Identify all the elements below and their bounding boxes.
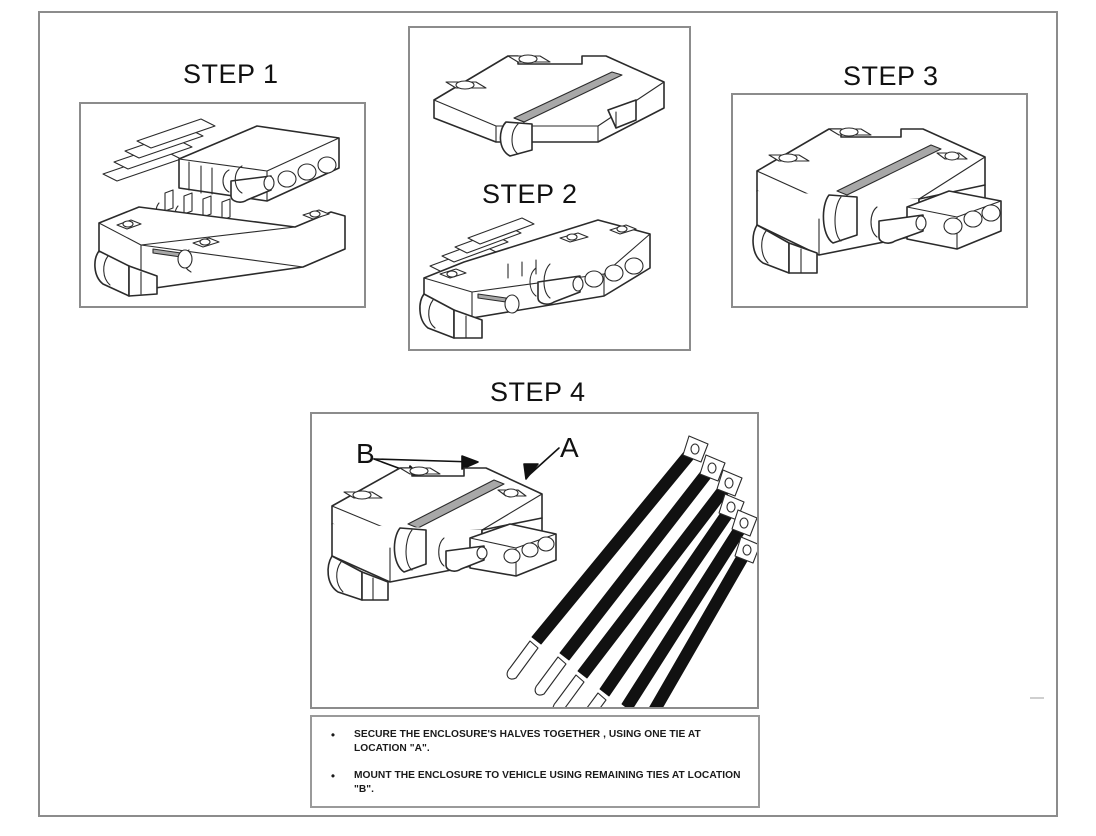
note-text: MOUNT THE ENCLOSURE TO VEHICLE USING REM…	[354, 770, 741, 795]
instruction-notes-box: • SECURE THE ENCLOSURE'S HALVES TOGETHER…	[310, 715, 760, 808]
step-4-panel: B A	[310, 412, 759, 709]
closed-enclosure-step4	[327, 466, 557, 601]
step-2-panel: STEP 2	[408, 26, 691, 351]
note-text: SECURE THE ENCLOSURE'S HALVES TOGETHER ,…	[354, 729, 701, 754]
note-bullet-icon: •	[330, 769, 336, 783]
enclosure-lid-cover	[433, 54, 665, 157]
step-3-illustration	[752, 127, 1002, 274]
note-item: • SECURE THE ENCLOSURE'S HALVES TOGETHER…	[312, 728, 748, 756]
harness-connector-body	[178, 125, 340, 203]
cable-tie	[552, 469, 743, 707]
step-1-panel	[79, 102, 366, 308]
stray-pencil-mark	[1030, 697, 1044, 699]
step-3-panel	[731, 93, 1028, 308]
step-4-title: STEP 4	[490, 377, 586, 407]
step-1-title: STEP 1	[183, 59, 279, 89]
cable-tie	[534, 454, 726, 696]
enclosure-base-tray	[94, 206, 346, 297]
step-3-title: STEP 3	[843, 61, 939, 91]
harness-wire-leads	[102, 118, 216, 182]
step-4-illustration	[327, 435, 757, 707]
step-2-title: STEP 2	[482, 179, 578, 209]
harness-pins	[155, 189, 231, 226]
callout-a-arrow	[523, 447, 560, 480]
cable-tie	[506, 435, 709, 680]
assembled-enclosure-step2	[419, 219, 651, 339]
closed-enclosure-assembly	[752, 127, 1002, 274]
harness-wire-leads-step2	[429, 217, 535, 273]
callout-letter-b: B	[356, 438, 375, 469]
cable-tie	[649, 536, 757, 707]
callout-letter-a: A	[560, 432, 579, 463]
cable-ties-group	[506, 435, 757, 707]
lid-illustration	[433, 54, 665, 157]
note-item: • MOUNT THE ENCLOSURE TO VEHICLE USING R…	[312, 769, 748, 797]
step-2-illustration	[419, 217, 651, 339]
step-1-illustration	[94, 118, 346, 297]
cable-tie	[621, 509, 757, 707]
note-bullet-icon: •	[330, 728, 336, 742]
diagram-outer-frame: STEP 1	[38, 11, 1058, 817]
